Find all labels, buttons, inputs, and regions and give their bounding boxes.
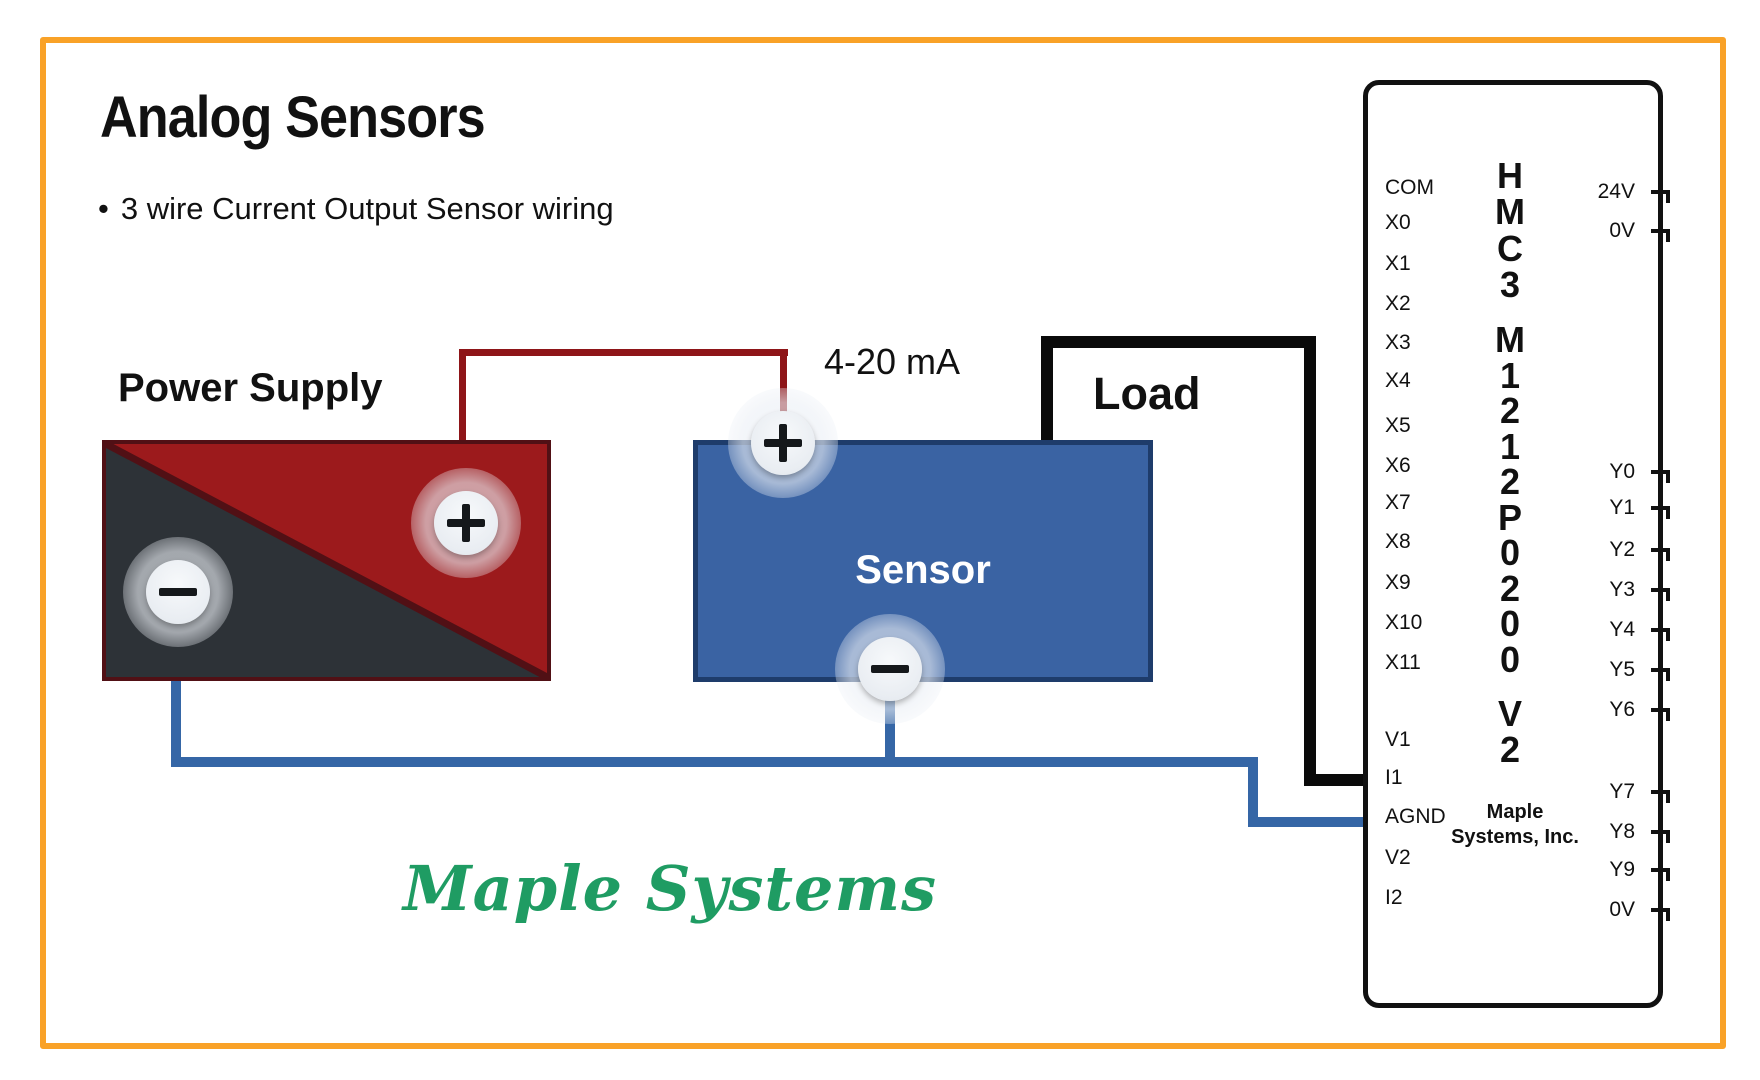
pin-label-y9: Y9 (1609, 858, 1635, 881)
maker-line2: Systems, Inc. (1451, 826, 1579, 848)
pin-label-agnd: AGND (1385, 805, 1446, 828)
black-wire-load-vertical (1304, 336, 1316, 786)
model-letter: H (1497, 155, 1523, 196)
pin-label-x5: X5 (1385, 414, 1411, 437)
pin-tick-icon (1651, 868, 1670, 881)
pin-label-24v: 24V (1597, 180, 1635, 203)
pin-tick-icon (1651, 708, 1670, 721)
pin-tick-icon (1651, 548, 1670, 561)
pin-label-x10: X10 (1385, 611, 1423, 634)
pin-label-x11: X11 (1385, 651, 1421, 674)
current-range-label: 4-20 mA (824, 341, 961, 382)
pin-label-x3: X3 (1385, 331, 1411, 354)
pin-label-v1: V1 (1385, 728, 1411, 751)
blue-wire-psu-vertical (171, 600, 181, 767)
red-wire-psu-vertical (459, 349, 466, 524)
pin-label-x8: X8 (1385, 530, 1411, 553)
pin-tick-icon (1651, 190, 1670, 203)
pin-tick-icon (1651, 628, 1670, 641)
black-wire-to-i1 (1304, 774, 1365, 786)
pin-label-x1: X1 (1385, 252, 1411, 275)
pin-label-y3: Y3 (1609, 578, 1635, 601)
model-letter: 2 (1499, 390, 1521, 431)
model-letter: V (1497, 693, 1522, 734)
blue-wire-bottom-horizontal (171, 757, 1258, 767)
model-letter: 1 (1499, 355, 1521, 396)
pin-label-x4: X4 (1385, 369, 1411, 392)
model-letter: 0 (1499, 603, 1521, 644)
maker-line1: Maple (1486, 801, 1544, 823)
pin-tick-icon (1651, 668, 1670, 681)
pin-label-v2: V2 (1385, 846, 1411, 869)
pin-label-x9: X9 (1385, 571, 1411, 594)
blue-wire-to-agnd (1248, 817, 1365, 827)
pin-label-y1: Y1 (1609, 496, 1635, 519)
pin-label-0v: 0V (1609, 898, 1635, 921)
device-maker-text: Maple Systems, Inc. (1405, 800, 1625, 850)
model-letter: 2 (1499, 729, 1521, 770)
pin-tick-icon (1651, 790, 1670, 803)
pin-tick-icon (1651, 470, 1670, 483)
pin-label-y2: Y2 (1609, 538, 1635, 561)
device-box (1363, 80, 1663, 1008)
pin-label-0v: 0V (1609, 219, 1635, 242)
model-letter: 0 (1499, 532, 1521, 573)
model-letter: P (1497, 497, 1522, 538)
model-letter: M (1495, 191, 1525, 232)
power-supply-label: Power Supply (118, 366, 383, 410)
pin-label-x6: X6 (1385, 454, 1411, 477)
pin-label-y5: Y5 (1609, 658, 1635, 681)
pin-label-i2: I2 (1385, 886, 1403, 909)
minus-icon (871, 665, 909, 673)
pin-label-x0: X0 (1385, 211, 1411, 234)
psu-minus-terminal (146, 560, 210, 624)
pin-label-y7: Y7 (1609, 780, 1635, 803)
subtitle: • 3 wire Current Output Sensor wiring (98, 191, 614, 227)
pin-label-y4: Y4 (1609, 618, 1635, 641)
minus-icon (159, 588, 197, 596)
psu-plus-terminal (434, 491, 498, 555)
sensor-label: Sensor (855, 547, 991, 592)
pin-tick-icon (1651, 229, 1670, 242)
red-wire-horizontal (459, 349, 788, 356)
model-letter: C (1497, 228, 1523, 269)
sensor-minus-terminal (858, 637, 922, 701)
subtitle-text: 3 wire Current Output Sensor wiring (120, 191, 614, 226)
model-letter: 1 (1499, 426, 1521, 467)
pin-label-i1: I1 (1385, 766, 1403, 789)
model-letter: 2 (1499, 568, 1521, 609)
pin-label-x2: X2 (1385, 292, 1411, 315)
pin-tick-icon (1651, 830, 1670, 843)
orange-border-frame (40, 37, 1726, 1049)
model-letter: 3 (1499, 264, 1521, 305)
page-title: Analog Sensors (100, 85, 486, 150)
pin-tick-icon (1651, 588, 1670, 601)
pin-label-y6: Y6 (1609, 698, 1635, 721)
pin-label-y8: Y8 (1609, 820, 1635, 843)
bullet-icon: • (98, 191, 109, 226)
load-label: Load (1093, 368, 1201, 419)
model-letter: 2 (1499, 461, 1521, 502)
model-letter: M (1495, 319, 1525, 360)
pin-label-x7: X7 (1385, 491, 1411, 514)
pin-label-y0: Y0 (1609, 460, 1635, 483)
pin-tick-icon (1651, 908, 1670, 921)
pin-label-com: COM (1385, 176, 1434, 199)
model-letter: 0 (1499, 639, 1521, 680)
black-wire-sensor-vertical (1041, 336, 1053, 442)
blue-wire-step-vertical (1248, 757, 1258, 827)
maple-systems-logo: Maple Systems (402, 852, 938, 925)
pin-tick-icon (1651, 506, 1670, 519)
black-wire-top-horizontal (1041, 336, 1316, 348)
sensor-plus-terminal (751, 411, 815, 475)
